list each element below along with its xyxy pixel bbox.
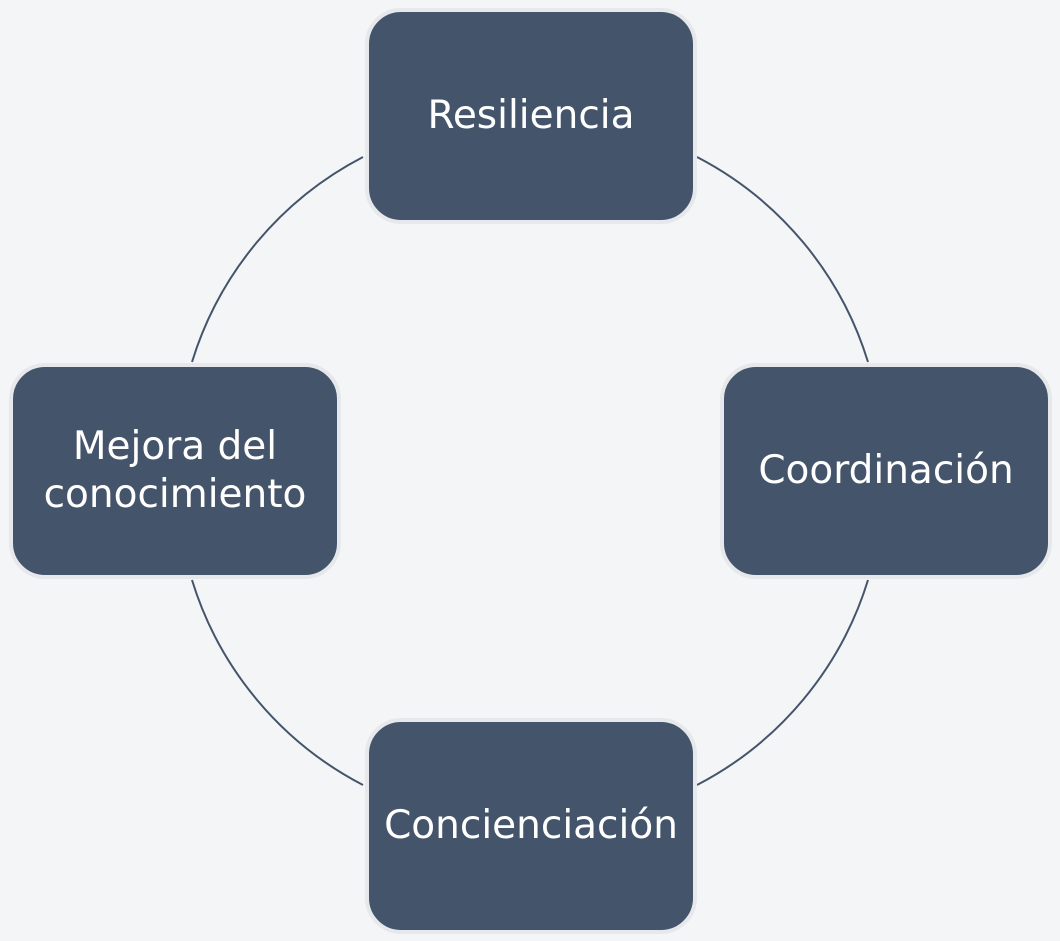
node-label: Coordinación	[758, 448, 1014, 494]
node-label: Resiliencia	[427, 93, 635, 139]
node-mejora-del-conocimiento: Mejora del conocimiento	[9, 363, 341, 579]
node-concienciacion: Concienciación	[365, 718, 697, 934]
connector-right-bottom	[696, 579, 869, 786]
connector-top-right	[696, 156, 869, 363]
node-coordinacion: Coordinación	[720, 363, 1052, 579]
node-label: Concienciación	[384, 803, 678, 849]
connector-left-top	[191, 156, 364, 363]
node-label: Mejora del conocimiento	[43, 424, 307, 517]
connector-bottom-left	[191, 579, 364, 786]
node-resiliencia: Resiliencia	[365, 8, 697, 224]
